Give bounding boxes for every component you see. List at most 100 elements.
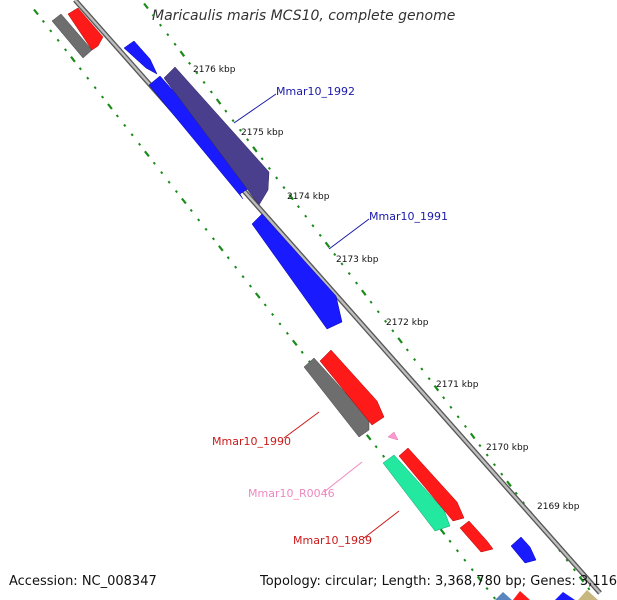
minor-tick-dot (275, 176, 279, 180)
minor-tick-dot (211, 237, 215, 241)
gene-edge-steelblue[interactable] (495, 592, 512, 600)
minor-tick-dot (500, 472, 504, 476)
minor-tick-dot (318, 233, 322, 237)
major-tick-mark (288, 193, 294, 201)
minor-tick-dot (195, 71, 199, 75)
minor-tick-dot (376, 310, 380, 314)
minor-tick-dot (167, 180, 171, 184)
minor-tick-dot (234, 265, 238, 269)
gene-blue-bottom[interactable] (510, 536, 537, 564)
minor-tick-dot (442, 396, 446, 400)
tick-label: 2171 kbp (436, 380, 479, 390)
major-tick-mark (365, 434, 372, 441)
minor-tick-dot (238, 128, 242, 132)
minor-tick-dot (86, 76, 90, 80)
minor-tick-dot (333, 252, 337, 257)
gene-blue-small[interactable] (123, 40, 158, 75)
gene-red-top[interactable] (67, 7, 104, 51)
gene-red-small[interactable] (459, 520, 494, 553)
major-tick-mark (33, 8, 39, 16)
outer-tick-dots (143, 2, 591, 591)
gene-red-mid[interactable] (319, 349, 385, 426)
minor-tick-dot (572, 568, 576, 572)
minor-tick-dot (413, 358, 417, 362)
genome-map: 2176 kbp 2175 kbp 2174 kbp 2173 kbp 2172… (33, 0, 602, 600)
major-tick-mark (361, 289, 367, 296)
tick-label: 2176 kbp (193, 65, 236, 75)
minor-tick-dot (514, 491, 518, 495)
minor-tick-dot (226, 256, 230, 260)
minor-tick-dot (463, 424, 467, 429)
gene-edge-red[interactable] (513, 591, 530, 600)
minor-tick-dot (166, 33, 170, 37)
major-tick-mark (433, 384, 440, 392)
minor-tick-dot (158, 23, 163, 27)
major-tick-mark (252, 146, 258, 153)
minor-tick-dot (56, 38, 60, 42)
minor-tick-dot (463, 558, 467, 562)
minor-tick-dot (241, 275, 245, 279)
accession-text: Accession: NC_008347 (9, 574, 157, 589)
gene-edge-blue[interactable] (555, 592, 575, 600)
gene-gray-mid[interactable] (303, 357, 370, 438)
minor-tick-dot (246, 138, 250, 142)
minor-tick-dot (455, 549, 459, 553)
minor-tick-dot (224, 109, 228, 113)
minor-tick-dot (470, 568, 474, 572)
gene-purple-long[interactable] (163, 66, 270, 206)
tick-label: 2169 kbp (537, 502, 580, 512)
minor-tick-dot (260, 157, 264, 161)
minor-tick-dot (49, 29, 53, 33)
minor-tick-dot (296, 205, 300, 209)
gene-red-lower[interactable] (398, 447, 465, 522)
minor-tick-dot (101, 95, 105, 99)
tick-label: 2174 kbp (287, 192, 330, 202)
major-tick-mark (254, 292, 261, 299)
leader-line-1990 (283, 411, 320, 439)
minor-tick-dot (369, 300, 373, 304)
minor-tick-dot (492, 463, 496, 467)
minor-tick-dot (485, 586, 489, 591)
minor-tick-dot (231, 119, 235, 123)
gene-label-1992[interactable]: Mmar10_1992 (276, 85, 355, 98)
major-tick-mark (324, 241, 331, 249)
tick-label: 2172 kbp (386, 318, 429, 328)
minor-tick-dot (152, 161, 156, 165)
major-tick-mark (397, 337, 403, 344)
gene-green-rrna[interactable] (382, 454, 451, 532)
major-tick-mark (179, 50, 186, 57)
minor-tick-dot (41, 19, 45, 23)
minor-tick-dot (204, 227, 208, 231)
gene-label-1991[interactable]: Mmar10_1991 (369, 210, 448, 223)
major-tick-mark (144, 150, 150, 157)
gene-edge-khaki[interactable] (578, 590, 598, 600)
minor-tick-dot (485, 453, 489, 457)
minor-tick-dot (123, 123, 127, 128)
minor-tick-dot (427, 377, 431, 381)
tick-label: 2173 kbp (336, 255, 379, 265)
gene-blue-lower[interactable] (251, 213, 343, 330)
minor-tick-dot (448, 539, 452, 543)
minor-tick-dot (391, 329, 395, 333)
gene-label-1989[interactable]: Mmar10_1989 (293, 534, 372, 547)
minor-tick-dot (374, 445, 378, 449)
major-tick-mark (506, 480, 512, 487)
tick-labels: 2176 kbp 2175 kbp 2174 kbp 2173 kbp 2172… (193, 65, 580, 512)
gene-label-1990[interactable]: Mmar10_1990 (212, 435, 291, 448)
major-tick-mark (476, 575, 483, 583)
minor-tick-dot (130, 133, 134, 137)
minor-tick-dot (492, 596, 496, 600)
minor-tick-dot (78, 67, 82, 71)
major-tick-mark (143, 2, 149, 10)
tick-label: 2175 kbp (241, 128, 284, 138)
minor-tick-dot (347, 271, 351, 276)
minor-tick-dot (64, 48, 68, 52)
major-tick-mark (181, 197, 187, 205)
minor-tick-dot (278, 322, 282, 326)
leader-line-1989 (363, 510, 400, 539)
gene-trna-small[interactable] (387, 431, 399, 441)
minor-tick-dot (382, 454, 386, 458)
leader-line-R0046 (323, 461, 363, 493)
gene-features (51, 7, 598, 600)
gene-label-R0046[interactable]: Mmar10_R0046 (248, 487, 335, 500)
